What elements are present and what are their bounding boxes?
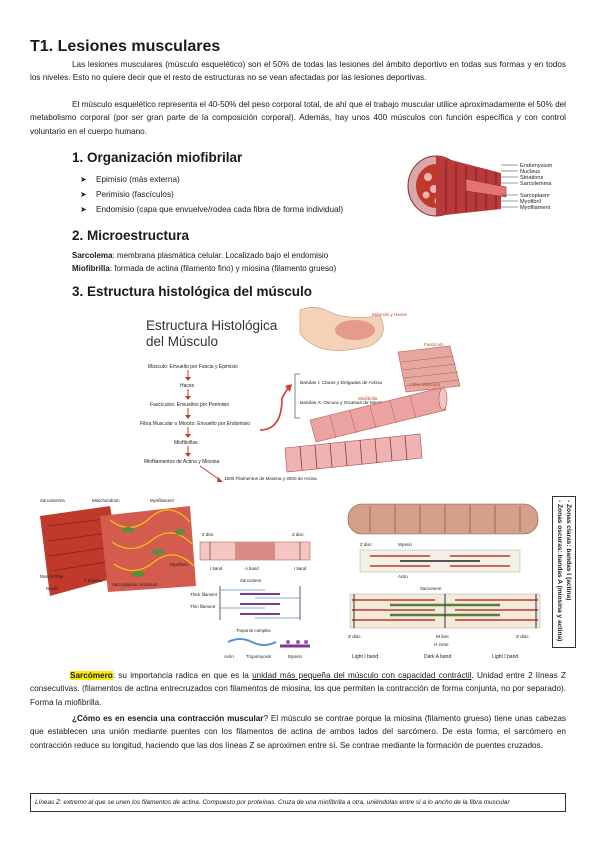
label-nucleus: Nucleus [520,169,540,175]
fig-right-label-z-disc: Z disc [360,542,373,547]
miofibrilla-definition: Miofibrilla: formada de actina (filament… [72,264,337,273]
lineas-z-note-box: Líneas Z: extremo al que se unen los fil… [30,793,566,812]
section-1-list: ➤Epimisio (más externa) ➤Perimisio (fasc… [80,172,410,217]
intro-paragraph-2: El músculo esquelético representa el 40-… [30,100,566,136]
sarcomero-paragraph: Sarcómero: su importancia radica en que … [30,671,566,707]
illus-label-myofibril: Miofibrilla [358,396,378,401]
fig-left-label-thin-filament: Thin filament [190,604,216,609]
diagram-title-line-1: Estructura Histológica [146,318,278,333]
label-myofibril: Myofibril [520,199,541,205]
sarcolema-definition: Sarcolema: membrana plasmática celular. … [72,251,329,260]
flow-step-6: Miofilamentos de Actina y Miosina [144,459,220,465]
list-item: ➤Epimisio (más externa) [80,172,410,187]
list-item: ➤Perimisio (fascículos) [80,187,410,202]
section-3-heading: 3. Estructura histológica del músculo [72,284,313,299]
fig-left-label-muscle-fiber: Muscle fiber [40,574,64,579]
label-striations: Striations [520,175,544,181]
fig-left-label-myofilament: Myofilament [150,498,174,503]
fig-right-label-z-disc-right: Z disc [516,634,529,640]
fig-left-label-sarcoplasmic-reticulum: Sarcoplasmic reticulum [112,582,158,587]
bands-i-text: Bandas I: Claras y Delgadas de Actina [300,380,382,386]
fig-right-label-dark-a: Dark A band [424,654,451,660]
contraction-question: ¿Cómo es en esencia una contracción musc… [72,714,264,723]
fig-left-label-actin: Actin [224,654,234,659]
myofibril-illustration [284,433,423,473]
fig-left-label-z-disc-1: Z disc [202,532,215,537]
intro-paragraph-1: Las lesiones musculares (músculo esquelé… [30,60,566,83]
fig-right-label-light-i-1: Light I band [352,654,378,660]
fig-left-label-z-disc-2: Z disc [292,532,305,537]
filaments-note: 1500 Filamentos de Miosina y 3000 de Act… [224,476,317,481]
histological-structure-diagram: Estructura Histológica del Músculo Múscu… [140,307,461,482]
flow-step-5: Miofibrillas [174,440,198,446]
fig-left-label-myosin: Myosin [288,654,302,659]
fig-left-label-i-band-2: I band [294,566,307,571]
fig-left-label-sarcolemma: Sarcolemma [40,498,65,503]
page-title: T1. Lesiones musculares [30,38,221,55]
contraction-paragraph: ¿Cómo es en esencia una contracción musc… [30,714,566,750]
fig-left-label-tropomyosin: Tropomyosin [246,654,272,659]
label-myofilament: Myofilament [520,205,551,211]
list-item: ➤Endomisio (capa que envuelve/rodea cada… [80,202,410,217]
fig-right-label-h-zone: H zone [434,642,449,647]
arrow-bullet-icon: ➤ [80,190,87,199]
label-sarcoplasm: Sarcoplasm [520,193,550,199]
fig-left-label-thick-filament: Thick filament [190,592,218,597]
illus-label-fascicle: Fascículo [424,342,444,347]
fig-left-label-a-band: A band [245,566,259,571]
fig-right-label-actin: Actin [398,574,408,579]
label-sarcolemma: Sarcolemma [520,181,552,187]
illus-label-muscle: Músculo y Haces [372,312,408,317]
sarcomero-term: Sarcómero [70,671,113,680]
flow-step-4: Fibra Muscular o Miocito: Envuelto por E… [140,421,250,427]
illus-label-fiber: Fibra Muscular [410,382,441,387]
sarcomere-bands-figure: Z disc Myosin Actin Sarcomere Z dis [347,503,541,660]
fig-right-label-myosin: Myosin [398,542,412,547]
fig-left-label-mitochondrion: Mitochondrion [92,498,120,503]
zones-note-light: - Zonas claras: bandas I (actina) [565,500,572,601]
zones-note-box: - Zonas claras: bandas I (actina) - Zona… [552,496,576,648]
diagram-title-line-2: del Músculo [146,334,218,349]
fig-left-label-t-tubules: T tubules [84,578,103,583]
fig-right-label-z-disc-left: Z disc [348,634,361,640]
fig-right-label-m-line: M line [436,634,449,640]
fig-left-label-i-band-1: I band [210,566,223,571]
fig-left-label-sarcomere: Sarcomere [240,578,262,583]
label-endomysium: Endomysium [520,163,553,169]
section-1-heading: 1. Organización miofibrilar [72,150,243,165]
zones-note-dark: - Zonas oscuras: bandas A (miosina y act… [556,500,563,642]
muscle-fiber-illustration [309,387,448,443]
fig-left-label-troponin: Troponin complex [236,628,272,633]
muscle-fiber-figure: Endomysium Nucleus Striations Sarcolemma… [407,155,553,217]
flow-step-1: Músculo: Envuelto por Fascia y Epimisio [148,364,238,370]
fig-right-label-sarcomere: Sarcomere [420,586,442,591]
fig-left-label-myofibrils: Myofibrils [170,562,189,567]
flow-step-2: Haces [180,383,195,389]
fig-right-label-light-i-2: Light I band [492,654,518,660]
lineas-z-note-text: Líneas Z: extremo al que se unen los fil… [35,799,510,806]
flow-step-3: Fascículos: Envueltos por Perimisio [150,402,229,408]
arrow-bullet-icon: ➤ [80,205,87,214]
bands-a-text: Bandas A: Oscura y Gruesas de Miosina [300,400,387,406]
section-2-heading: 2. Microestructura [72,228,190,243]
arrow-bullet-icon: ➤ [80,175,87,184]
fig-left-label-nuclei: Nuclei [46,586,58,591]
fascicle-illustration [397,345,461,393]
sarcomere-anatomy-figure: Sarcolemma Mitochondrion Myofilament Mus… [40,498,311,659]
